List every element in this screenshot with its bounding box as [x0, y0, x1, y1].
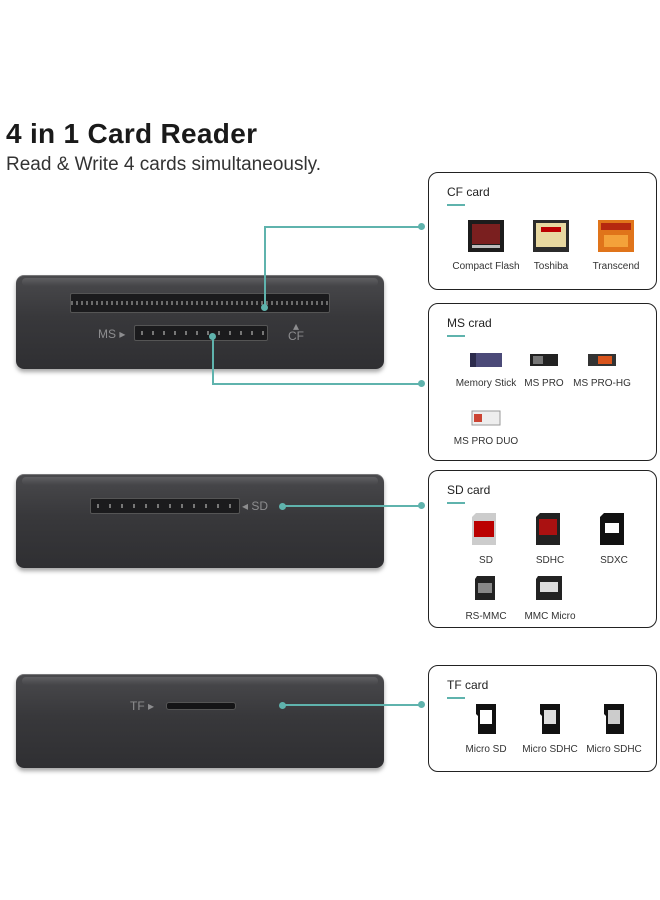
ms-panel-title: MS crad — [447, 316, 492, 330]
ms-connector-line — [212, 336, 214, 384]
tf-slot-label: TF ▸ — [130, 699, 155, 713]
item-label: RS-MMC — [465, 611, 507, 622]
ms-slot-label: MS ▸ — [98, 327, 126, 341]
item-label: Micro SD — [465, 744, 507, 755]
item-label: MS PRO-HG — [573, 378, 631, 389]
sd-item: SD — [451, 511, 521, 567]
page-subtitle: Read & Write 4 cards simultaneously. — [6, 154, 322, 175]
sd-panel-title: SD card — [447, 483, 491, 497]
tf-panel-title: TF card — [447, 678, 489, 692]
micro-sdhc-card-icon — [540, 704, 560, 734]
compact-flash-item: Compact Flash — [451, 219, 521, 273]
sd-card-panel: SD card SD SDHC SDXC RS-MMC MMC Micro — [428, 470, 657, 628]
sdhc-card-icon — [536, 513, 560, 545]
rs-mmc-card-icon — [475, 576, 495, 600]
sd-slot-label: ◂ SD — [242, 499, 269, 513]
item-label: Compact Flash — [452, 261, 520, 272]
card-reader-sd-view: ◂ SD — [16, 474, 384, 568]
tf-connector-line — [282, 704, 422, 706]
cf-panel-title: CF card — [447, 185, 490, 199]
sdxc-item: SDXC — [579, 511, 649, 567]
panel-title-underline — [447, 204, 465, 206]
ms-slot — [134, 325, 268, 341]
sd-card-icon — [472, 513, 496, 545]
sdhc-item: SDHC — [515, 511, 585, 567]
cf-connector-end-dot — [418, 223, 425, 230]
card-reader-tf-view: TF ▸ — [16, 674, 384, 768]
micro-sdhc-card-icon — [604, 704, 624, 734]
micro-sd-card-icon — [476, 704, 496, 734]
mmc-micro-card-icon — [536, 576, 562, 600]
item-label: Memory Stick — [455, 378, 517, 389]
tf-connector-end-dot — [418, 701, 425, 708]
item-label: Micro SDHC — [586, 744, 642, 755]
sd-slot — [90, 498, 240, 514]
toshiba-item: Toshiba — [516, 219, 586, 273]
ms-pro-hg-card-icon — [588, 354, 616, 366]
ms-card-panel: MS crad Memory Stick MS PRO MS PRO-HG MS… — [428, 303, 657, 461]
item-label: MS PRO DUO — [453, 436, 519, 447]
panel-title-underline — [447, 502, 465, 504]
sd-connector-end-dot — [418, 502, 425, 509]
card-reader-top-view: MS ▸ ▴CF — [16, 275, 384, 369]
cf-connector-dot — [261, 304, 268, 311]
tf-slot — [166, 702, 236, 710]
cf-slot — [70, 293, 330, 313]
ms-pro-hg-item: MS PRO-HG — [567, 350, 637, 390]
transcend-item: Transcend — [581, 219, 651, 273]
compact-flash-card-icon — [468, 220, 504, 252]
sd-connector-line — [282, 505, 422, 507]
mmc-micro-item: MMC Micro — [515, 573, 585, 623]
cf-connector-line-h — [264, 226, 422, 228]
panel-title-underline — [447, 697, 465, 699]
toshiba-cf-card-icon — [533, 220, 569, 252]
tf-card-panel: TF card Micro SD Micro SDHC Micro SDHC — [428, 665, 657, 772]
micro-sdhc-item: Micro SDHC — [515, 702, 585, 756]
rs-mmc-item: RS-MMC — [451, 573, 521, 623]
micro-sd-item: Micro SD — [451, 702, 521, 756]
cf-connector-line — [264, 226, 266, 306]
item-label: Toshiba — [533, 261, 569, 272]
sdxc-card-icon — [600, 513, 624, 545]
item-label: SDHC — [535, 555, 565, 566]
panel-title-underline — [447, 335, 465, 337]
ms-pro-duo-card-icon — [471, 410, 501, 426]
ms-pro-item: MS PRO — [509, 350, 579, 390]
cf-card-panel: CF card Compact Flash Toshiba Transcend — [428, 172, 657, 290]
item-label: SDXC — [600, 555, 628, 566]
item-label: MS PRO — [524, 378, 564, 389]
item-label: Micro SDHC — [522, 744, 578, 755]
memory-stick-card-icon — [470, 353, 502, 367]
memory-stick-item: Memory Stick — [451, 350, 521, 390]
item-label: Transcend — [592, 261, 640, 272]
micro-sdhc-item-2: Micro SDHC — [579, 702, 649, 756]
page-title: 4 in 1 Card Reader — [6, 118, 258, 149]
item-label: SD — [479, 555, 493, 566]
ms-pro-duo-item: MS PRO DUO — [451, 408, 521, 448]
ms-pro-card-icon — [530, 354, 558, 366]
ms-connector-line-h — [212, 383, 422, 385]
item-label: MMC Micro — [524, 611, 576, 622]
cf-slot-label: ▴CF — [288, 319, 304, 343]
transcend-cf-card-icon — [598, 220, 634, 252]
ms-connector-end-dot — [418, 380, 425, 387]
